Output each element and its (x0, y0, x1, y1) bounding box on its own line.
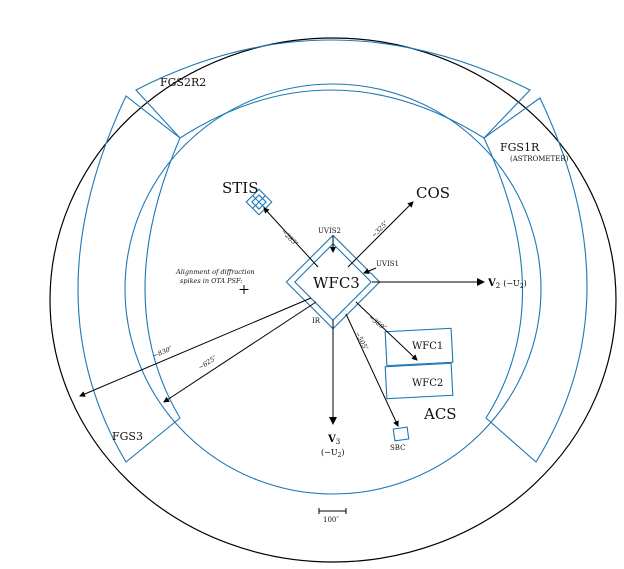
v2-axis-label: V2(−U2) (487, 278, 527, 290)
scale-bar-label: 100″ (323, 516, 339, 524)
fgs3-inner-offset-line (163, 301, 317, 403)
v3-axis-sub-label: (−U2) (321, 448, 345, 459)
diffraction-spike-icon (239, 285, 249, 294)
cos-label: COS (416, 184, 450, 202)
astrometer-label: (ASTROMETER) (510, 155, 569, 163)
fgs3-inner-distance: ~625″ (197, 354, 219, 372)
inner-field-circle (124, 83, 542, 495)
psf-note-line2: spikes in OTA PSF: (180, 277, 242, 285)
stis-aperture (245, 188, 273, 216)
scale-bar (318, 508, 347, 514)
wfc3-label: WFC3 (313, 274, 360, 292)
v3-axis-label: V3 (327, 434, 340, 446)
ir-label: IR (312, 317, 321, 325)
stis-offset-arrow (263, 207, 319, 268)
acs-wfc2-label: WFC2 (412, 378, 443, 389)
fgs3-outline (77, 95, 181, 463)
psf-note-line1: Alignment of diffraction (175, 268, 255, 276)
acs-sbc-distance: ~505″ (353, 330, 370, 352)
fgs2r2-label: FGS2R2 (160, 76, 206, 89)
acs-wfc1-label: WFC1 (412, 341, 443, 352)
uvis1-label: UVIS1 (376, 260, 399, 268)
uvis2-label: UVIS2 (318, 227, 341, 235)
acs-wfc-offset-arrow (355, 301, 418, 361)
cos-offset-arrow (347, 201, 414, 268)
fgs3-label: FGS3 (112, 430, 143, 443)
outer-field-circle (49, 37, 617, 563)
cos-distance: ~325″ (370, 219, 390, 239)
acs-sbc-outline (392, 426, 410, 442)
acs-sbc-label: SBC (390, 444, 405, 452)
stis-label: STIS (222, 179, 258, 197)
acs-label: ACS (423, 405, 457, 423)
acs-sbc-offset-arrow (345, 313, 399, 427)
fgs1r-outline (483, 97, 588, 463)
fgs2r2-outline (135, 39, 531, 139)
acs-wfc1-outline (384, 327, 454, 367)
fgs1r-label: FGS1R (500, 141, 540, 154)
acs-wfc2-outline (384, 362, 454, 400)
fgs3-outer-offset-line (79, 297, 312, 397)
stis-distance: ~285″ (280, 228, 300, 248)
uvis1-pointer (363, 267, 377, 274)
